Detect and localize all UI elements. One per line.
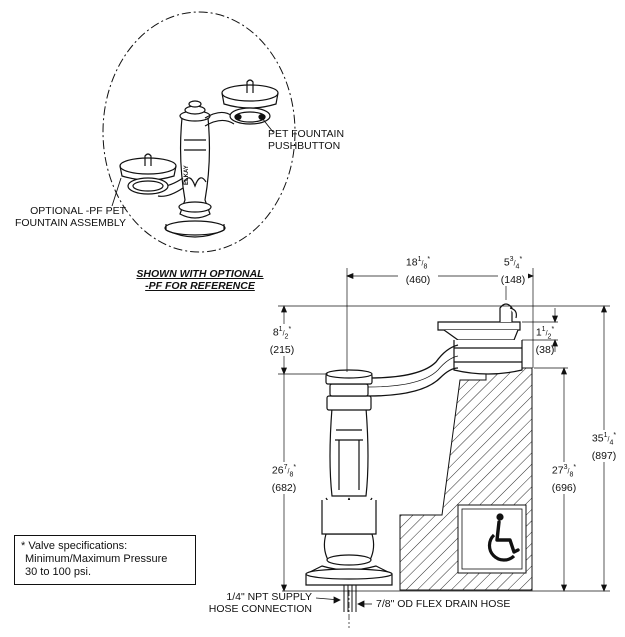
dim-mm: (38): [535, 343, 555, 356]
valve-spec-box: * Valve specifications: Minimum/Maximum …: [14, 535, 196, 585]
spec-line-1: * Valve specifications:: [21, 540, 128, 552]
optional-pf-callout: OPTIONAL -PF PET FOUNTAIN ASSEMBLY: [8, 205, 126, 229]
spec-line-2: Minimum/Maximum Pressure: [25, 553, 168, 565]
dim-35-1-4: 351/4* (897): [584, 430, 624, 462]
dim-num: 1: [278, 326, 283, 333]
dim-27-3-8: 273/8* (696): [544, 462, 584, 494]
dim-star: *: [427, 256, 431, 263]
dim-den: 8: [289, 471, 294, 479]
fountain-column: [305, 369, 393, 586]
dim-star: *: [573, 464, 577, 471]
dim-mm: (696): [551, 481, 577, 494]
dim-1-1-2: 11/2* (38): [535, 326, 555, 356]
pushbutton-callout-line1: PET FOUNTAIN: [268, 128, 345, 140]
brand-vertical-text: ELKAY: [184, 165, 190, 185]
supply-arm: [367, 344, 459, 397]
dim-whole: 27: [551, 464, 564, 477]
supply-hose-callout: 1/4" NPT SUPPLY HOSE CONNECTION: [188, 591, 312, 615]
dim-whole: 1: [535, 326, 542, 339]
spec-line-3: 30 to 100 psi.: [25, 566, 92, 578]
dim-num: 3: [563, 464, 568, 471]
hoses: [343, 585, 357, 628]
dim-den: 8: [569, 471, 574, 479]
wheelchair-accessibility-icon: [461, 508, 523, 570]
optional-pf-line1: OPTIONAL -PF PET: [30, 205, 126, 217]
pushbutton-callout-line2: PUSHBUTTON: [268, 140, 341, 152]
supply-line1: 1/4" NPT SUPPLY: [226, 591, 312, 603]
shown-with-line1: SHOWN WITH OPTIONAL: [136, 268, 264, 280]
dim-num: 7: [283, 464, 288, 471]
dim-den: 2: [547, 333, 552, 341]
dim-whole: 18: [405, 256, 418, 269]
dim-num: 3: [509, 256, 514, 263]
dim-18-1-8: 181/8* (460): [398, 254, 438, 286]
dim-whole: 35: [591, 432, 604, 445]
bowl-assembly: [437, 303, 523, 375]
dim-den: 2: [284, 333, 289, 341]
reference-view: [102, 11, 296, 253]
drain-label: 7/8" OD FLEX DRAIN HOSE: [376, 598, 511, 610]
reference-dashed-ellipse: [102, 11, 296, 253]
dim-whole: 8: [272, 326, 279, 339]
supply-line2: HOSE CONNECTION: [208, 603, 312, 615]
dim-star: *: [551, 326, 555, 333]
drain-hose-callout: 7/8" OD FLEX DRAIN HOSE: [376, 598, 510, 610]
dim-star: *: [519, 256, 523, 263]
dim-5-3-4: 53/4* (148): [498, 254, 528, 286]
dim-8-1-2: 81/2* (215): [264, 324, 300, 356]
dim-mm: (897): [591, 449, 617, 462]
pushbutton-callout: PET FOUNTAIN PUSHBUTTON: [268, 128, 344, 152]
dim-whole: 26: [271, 464, 284, 477]
dim-mm: (148): [500, 273, 526, 286]
dim-star: *: [288, 326, 292, 333]
shown-with-optional-note: SHOWN WITH OPTIONAL -PF FOR REFERENCE: [130, 268, 270, 292]
dim-mm: (460): [405, 273, 431, 286]
dim-den: 8: [423, 263, 428, 271]
dim-star: *: [293, 464, 297, 471]
dim-26-7-8: 267/8* (682): [264, 462, 304, 494]
pushbutton-leader: [261, 117, 274, 133]
dim-num: 1: [541, 326, 546, 333]
dim-num: 1: [417, 256, 422, 263]
shown-with-line2: -PF FOR REFERENCE: [145, 280, 255, 292]
optional-pf-leader: [111, 177, 122, 207]
dim-mm: (215): [269, 343, 295, 356]
dim-mm: (682): [271, 481, 297, 494]
dim-den: 4: [609, 439, 614, 447]
dim-num: 1: [603, 432, 608, 439]
dim-star: *: [613, 432, 617, 439]
dim-whole: 5: [503, 256, 510, 269]
optional-pf-line2: FOUNTAIN ASSEMBLY: [14, 217, 126, 229]
dim-den: 4: [515, 263, 520, 271]
